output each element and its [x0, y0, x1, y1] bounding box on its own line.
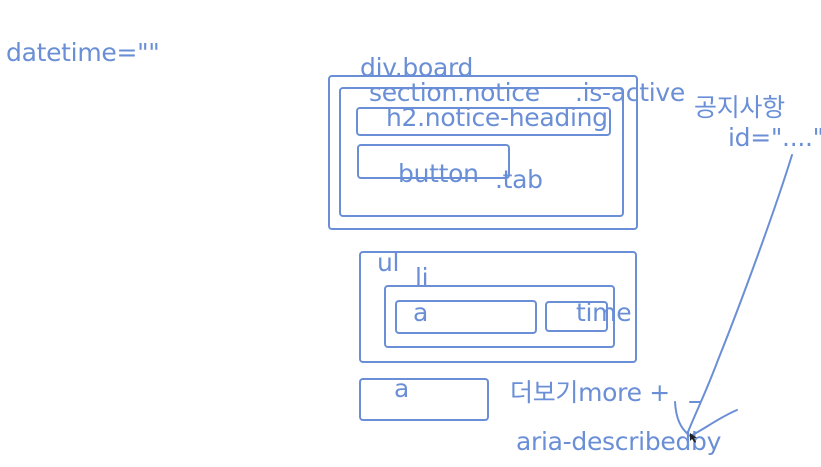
ul-box — [359, 251, 637, 363]
a-more-label: a — [394, 374, 410, 403]
korean-notice-label: 공지사항 — [694, 93, 785, 122]
cursor-mark — [690, 433, 697, 443]
div-board-box — [328, 75, 638, 230]
section-notice-box — [339, 87, 624, 217]
is-active-label: .is-active — [575, 78, 685, 107]
more-text-label: 더보기more + — [510, 378, 670, 407]
li-box — [384, 285, 615, 348]
arrow-line — [687, 154, 793, 433]
ul-label: ul — [377, 248, 400, 277]
h2-heading-box — [356, 107, 611, 136]
tab-label: .tab — [495, 165, 543, 194]
id-attr-label: id="...." — [728, 123, 821, 152]
div-board-label: div.board — [360, 53, 474, 82]
a-link-box — [395, 300, 537, 334]
a-more-box — [359, 378, 489, 421]
section-notice-label: section.notice — [369, 78, 540, 107]
arrow-hook — [674, 401, 738, 437]
time-label: time — [576, 298, 632, 327]
time-box — [545, 301, 608, 332]
a-inner-label: a — [413, 298, 429, 327]
button-label: button — [398, 159, 479, 188]
li-label: li — [415, 263, 429, 292]
h2-notice-heading-label: h2.notice-heading — [386, 103, 608, 132]
button-box — [357, 144, 510, 179]
datetime-attr-label: datetime="" — [6, 38, 160, 67]
